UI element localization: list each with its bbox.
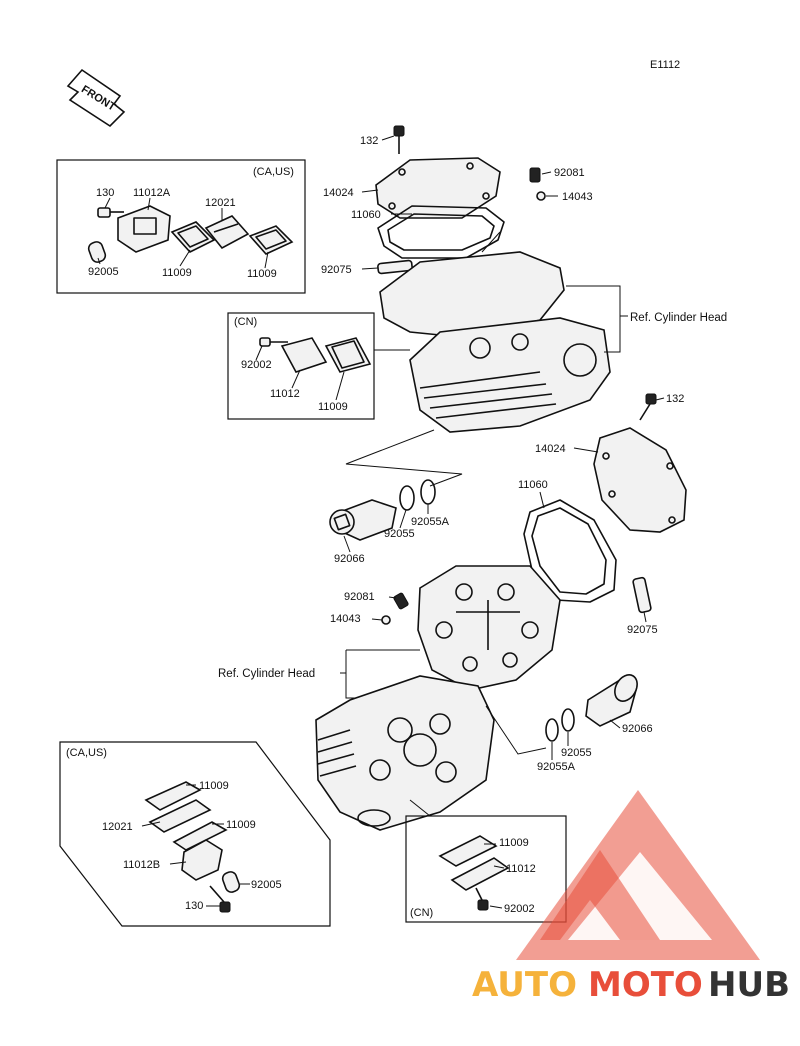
label-92055a-upper: 92055A [411,516,450,528]
label-92005-bottom: 92005 [251,879,282,891]
label-92066-upper: 92066 [334,553,365,565]
gasket-11009-b-part [248,225,294,255]
oil-pipe-92075-top-part [377,259,413,275]
ref-cylinder-head-bottom: Ref. Cylinder Head [218,668,315,680]
label-11009-bottom-b: 11009 [226,819,256,831]
label-11009-cn-top: 11009 [318,401,348,413]
dowel-14043-mid-part [381,615,391,625]
diagram-code: E1112 [650,59,680,71]
cylinder-head-rear-part [379,251,611,433]
label-92002-bottom: 92002 [504,903,535,915]
label-132-right: 132 [666,393,684,405]
cn-bottom-label: (CN) [410,907,433,919]
label-132-top: 132 [360,135,378,147]
cover-gasket-11060-right-part [523,499,617,603]
bolt-132-right-part [639,393,657,421]
label-92055a-lower: 92055A [537,761,576,773]
label-11009-top-b: 11009 [247,268,277,280]
cylinder-head-front-lower-part [315,675,495,831]
label-11060-right: 11060 [518,479,548,491]
rocker-cover-right-part [593,427,687,533]
gasket-11009-a-part [170,221,216,253]
spring-92081-mid-part [393,592,409,610]
bolt-132-top-part [393,125,405,154]
intake-pipe-92066-lower-part [585,674,638,727]
bolt-130-bottom-part [209,885,231,913]
o-ring-92055-lower-part [561,708,575,732]
label-92055-lower: 92055 [561,747,592,759]
label-14024-top: 14024 [323,187,354,199]
reed-housing-11012b-part [181,839,223,881]
gasket-11009-bottom-a-part [144,781,202,811]
reed-valve-12021-part [204,215,250,250]
label-92066-lower: 92066 [622,723,653,735]
label-11060-top: 11060 [351,209,381,221]
ref-cylinder-head-top: Ref. Cylinder Head [630,312,727,324]
reed-plate-11012-part [280,337,328,373]
watermark-auto: AUTO [472,965,577,1005]
o-ring-92055a-lower-part [545,718,559,742]
cap-92005-bottom-part [221,871,241,893]
watermark-moto: MOTO [588,965,703,1005]
intake-pipe-92066-upper-part [329,499,397,541]
o-ring-92055a-upper-part [420,479,436,505]
label-11009-bottom-a: 11009 [199,780,229,792]
label-12021-top: 12021 [205,197,236,209]
cn-top-box: (CN) 92002 11012 11009 [227,312,410,420]
front-arrow-icon: FRONT [66,68,126,128]
label-92002-top: 92002 [241,359,272,371]
reed-valve-12021-bottom-part [148,799,212,833]
ca-us-bottom-box: (CA,US) 11009 12021 11009 11012B 92005 1… [59,741,331,927]
ca-us-bottom-label: (CA,US) [66,747,107,759]
label-14024-right: 14024 [535,443,566,455]
label-14043-top: 14043 [562,191,593,203]
ca-us-top-box: (CA,US) 130 11012A 12 [56,159,306,294]
label-130-top: 130 [96,187,114,199]
cover-gasket-11060-top-part [377,205,505,259]
label-92081-top: 92081 [554,167,585,179]
label-11009-cn-bottom: 11009 [499,837,529,849]
cn-top-label: (CN) [234,316,257,328]
dowel-14043-top-part [536,191,546,201]
label-14043-mid: 14043 [330,613,361,625]
label-11009-top-a: 11009 [162,267,192,279]
rocker-cover-top-part [375,157,501,219]
label-11012a: 11012A [133,187,171,199]
label-92075-top: 92075 [321,264,352,276]
o-ring-92055-upper-part [399,485,415,511]
label-12021-bottom: 12021 [102,821,133,833]
automotohub-watermark-logo: AUTO MOTO HUB [472,790,790,1005]
reed-housing-11012a-part [117,205,171,253]
spring-92081-top-part [529,167,541,183]
watermark-hub: HUB [708,965,790,1005]
label-11012-bottom: 11012 [506,863,536,875]
label-92075-right: 92075 [627,624,658,636]
bolt-92002-bottom-part [475,887,489,911]
label-130-bottom: 130 [185,900,203,912]
cn-bottom-box: (CN) 11009 11012 92002 [405,799,567,923]
label-11012b: 11012B [123,859,160,871]
cylinder-head-front-upper-part [417,565,561,691]
cap-92005-part [87,241,107,263]
label-92055-upper: 92055 [384,528,415,540]
bolt-130-part [97,207,124,218]
bolt-92002-top-part [259,337,288,347]
label-92081-mid: 92081 [344,591,375,603]
oil-pipe-92075-right-part [632,576,652,614]
label-11012-top: 11012 [270,388,300,400]
gasket-11009-cn-bottom-part [438,835,498,867]
ca-us-top-label: (CA,US) [253,166,294,178]
label-92005-top: 92005 [88,266,119,278]
gasket-11009-bottom-b-part [172,821,228,851]
gasket-11009-cn-top-part [324,337,372,373]
